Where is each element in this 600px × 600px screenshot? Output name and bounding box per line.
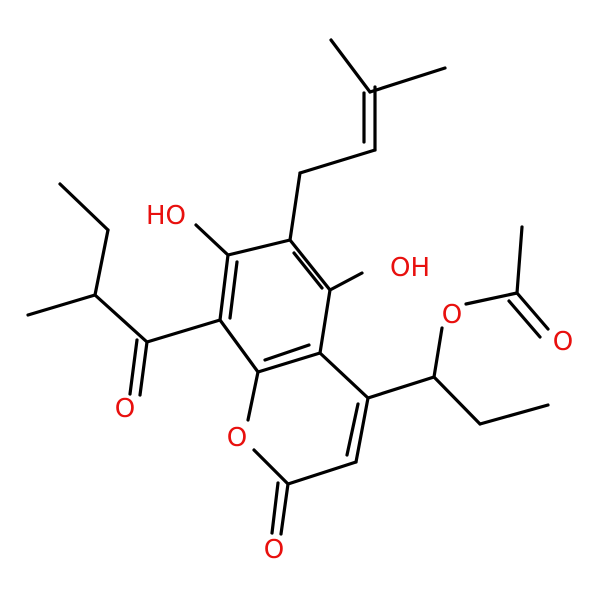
bond	[507, 299, 542, 339]
bond	[128, 338, 139, 396]
bond	[252, 448, 290, 486]
hydroxyl-label: HO	[146, 201, 186, 231]
bond	[432, 375, 482, 426]
bond	[226, 238, 292, 257]
bond	[464, 291, 519, 306]
bond	[218, 253, 230, 322]
bond	[432, 326, 444, 379]
bond	[263, 343, 311, 362]
bond	[288, 238, 332, 292]
bond	[328, 271, 364, 292]
bond	[270, 481, 280, 535]
bond	[292, 251, 324, 290]
bond	[318, 288, 332, 355]
bond	[218, 318, 260, 374]
bond	[279, 482, 290, 536]
bond	[228, 260, 239, 320]
bond	[138, 340, 149, 397]
bond	[298, 148, 377, 175]
bond	[515, 225, 524, 295]
bond	[318, 351, 370, 400]
ring-oxygen-label: O	[227, 423, 247, 453]
bond	[58, 182, 110, 232]
acetyl-oxygen-label: O	[553, 327, 573, 357]
bond	[26, 293, 97, 317]
bond	[93, 228, 110, 297]
bond	[354, 396, 370, 464]
bond	[194, 223, 230, 257]
bond	[478, 403, 550, 426]
bond	[93, 293, 149, 344]
bond	[368, 66, 447, 94]
oxygen-bonds	[128, 223, 550, 536]
hydroxyl-label: OH	[390, 253, 430, 283]
bond	[515, 291, 550, 331]
bond	[329, 38, 372, 94]
ketone-oxygen-label: O	[115, 394, 135, 424]
bonds	[26, 38, 550, 486]
atom-labels: HO OH O O O O O	[115, 201, 573, 565]
bond	[288, 171, 302, 242]
bond	[256, 351, 322, 374]
lactone-carbonyl-oxygen-label: O	[264, 535, 284, 565]
bond	[246, 370, 260, 422]
bond	[145, 318, 222, 344]
bond	[366, 375, 436, 400]
bond	[345, 402, 360, 457]
ester-oxygen-label: O	[442, 300, 462, 330]
bond	[286, 460, 358, 486]
